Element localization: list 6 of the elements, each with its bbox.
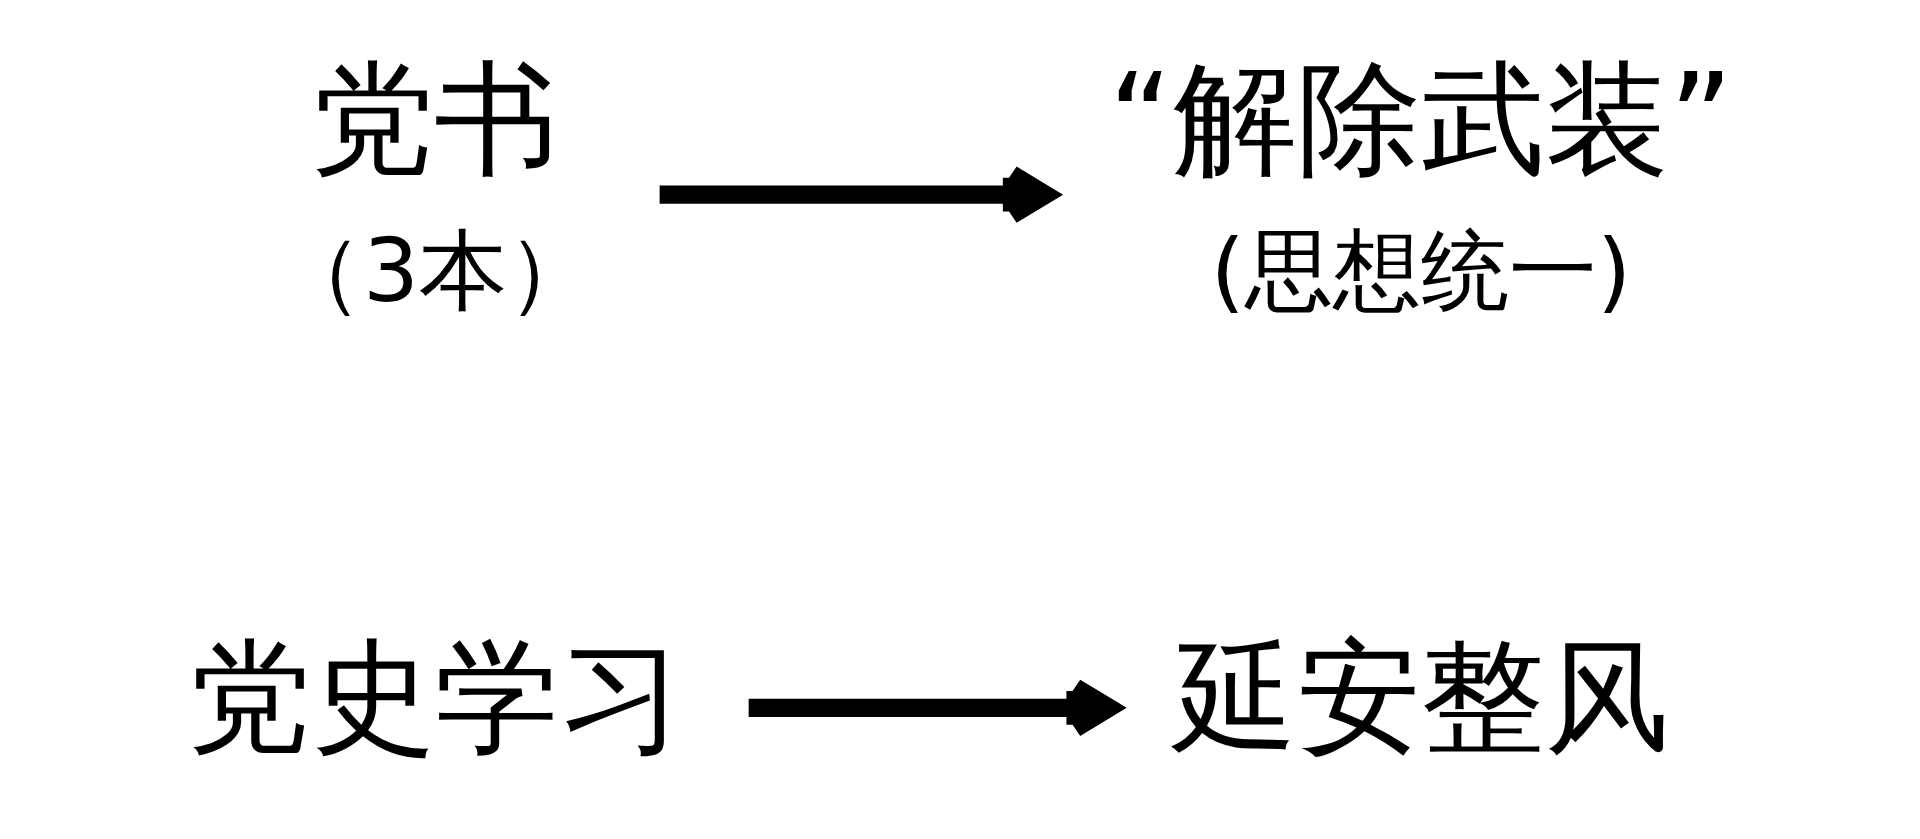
node-text: 党史学习: [186, 624, 683, 769]
node-label: （3本）: [274, 219, 595, 323]
node-label: (思想统一): [1210, 219, 1631, 323]
node-text: “解除武装”: [1107, 47, 1733, 192]
node-text: 党书: [309, 47, 558, 192]
node-text: 延安整风: [1172, 624, 1669, 769]
